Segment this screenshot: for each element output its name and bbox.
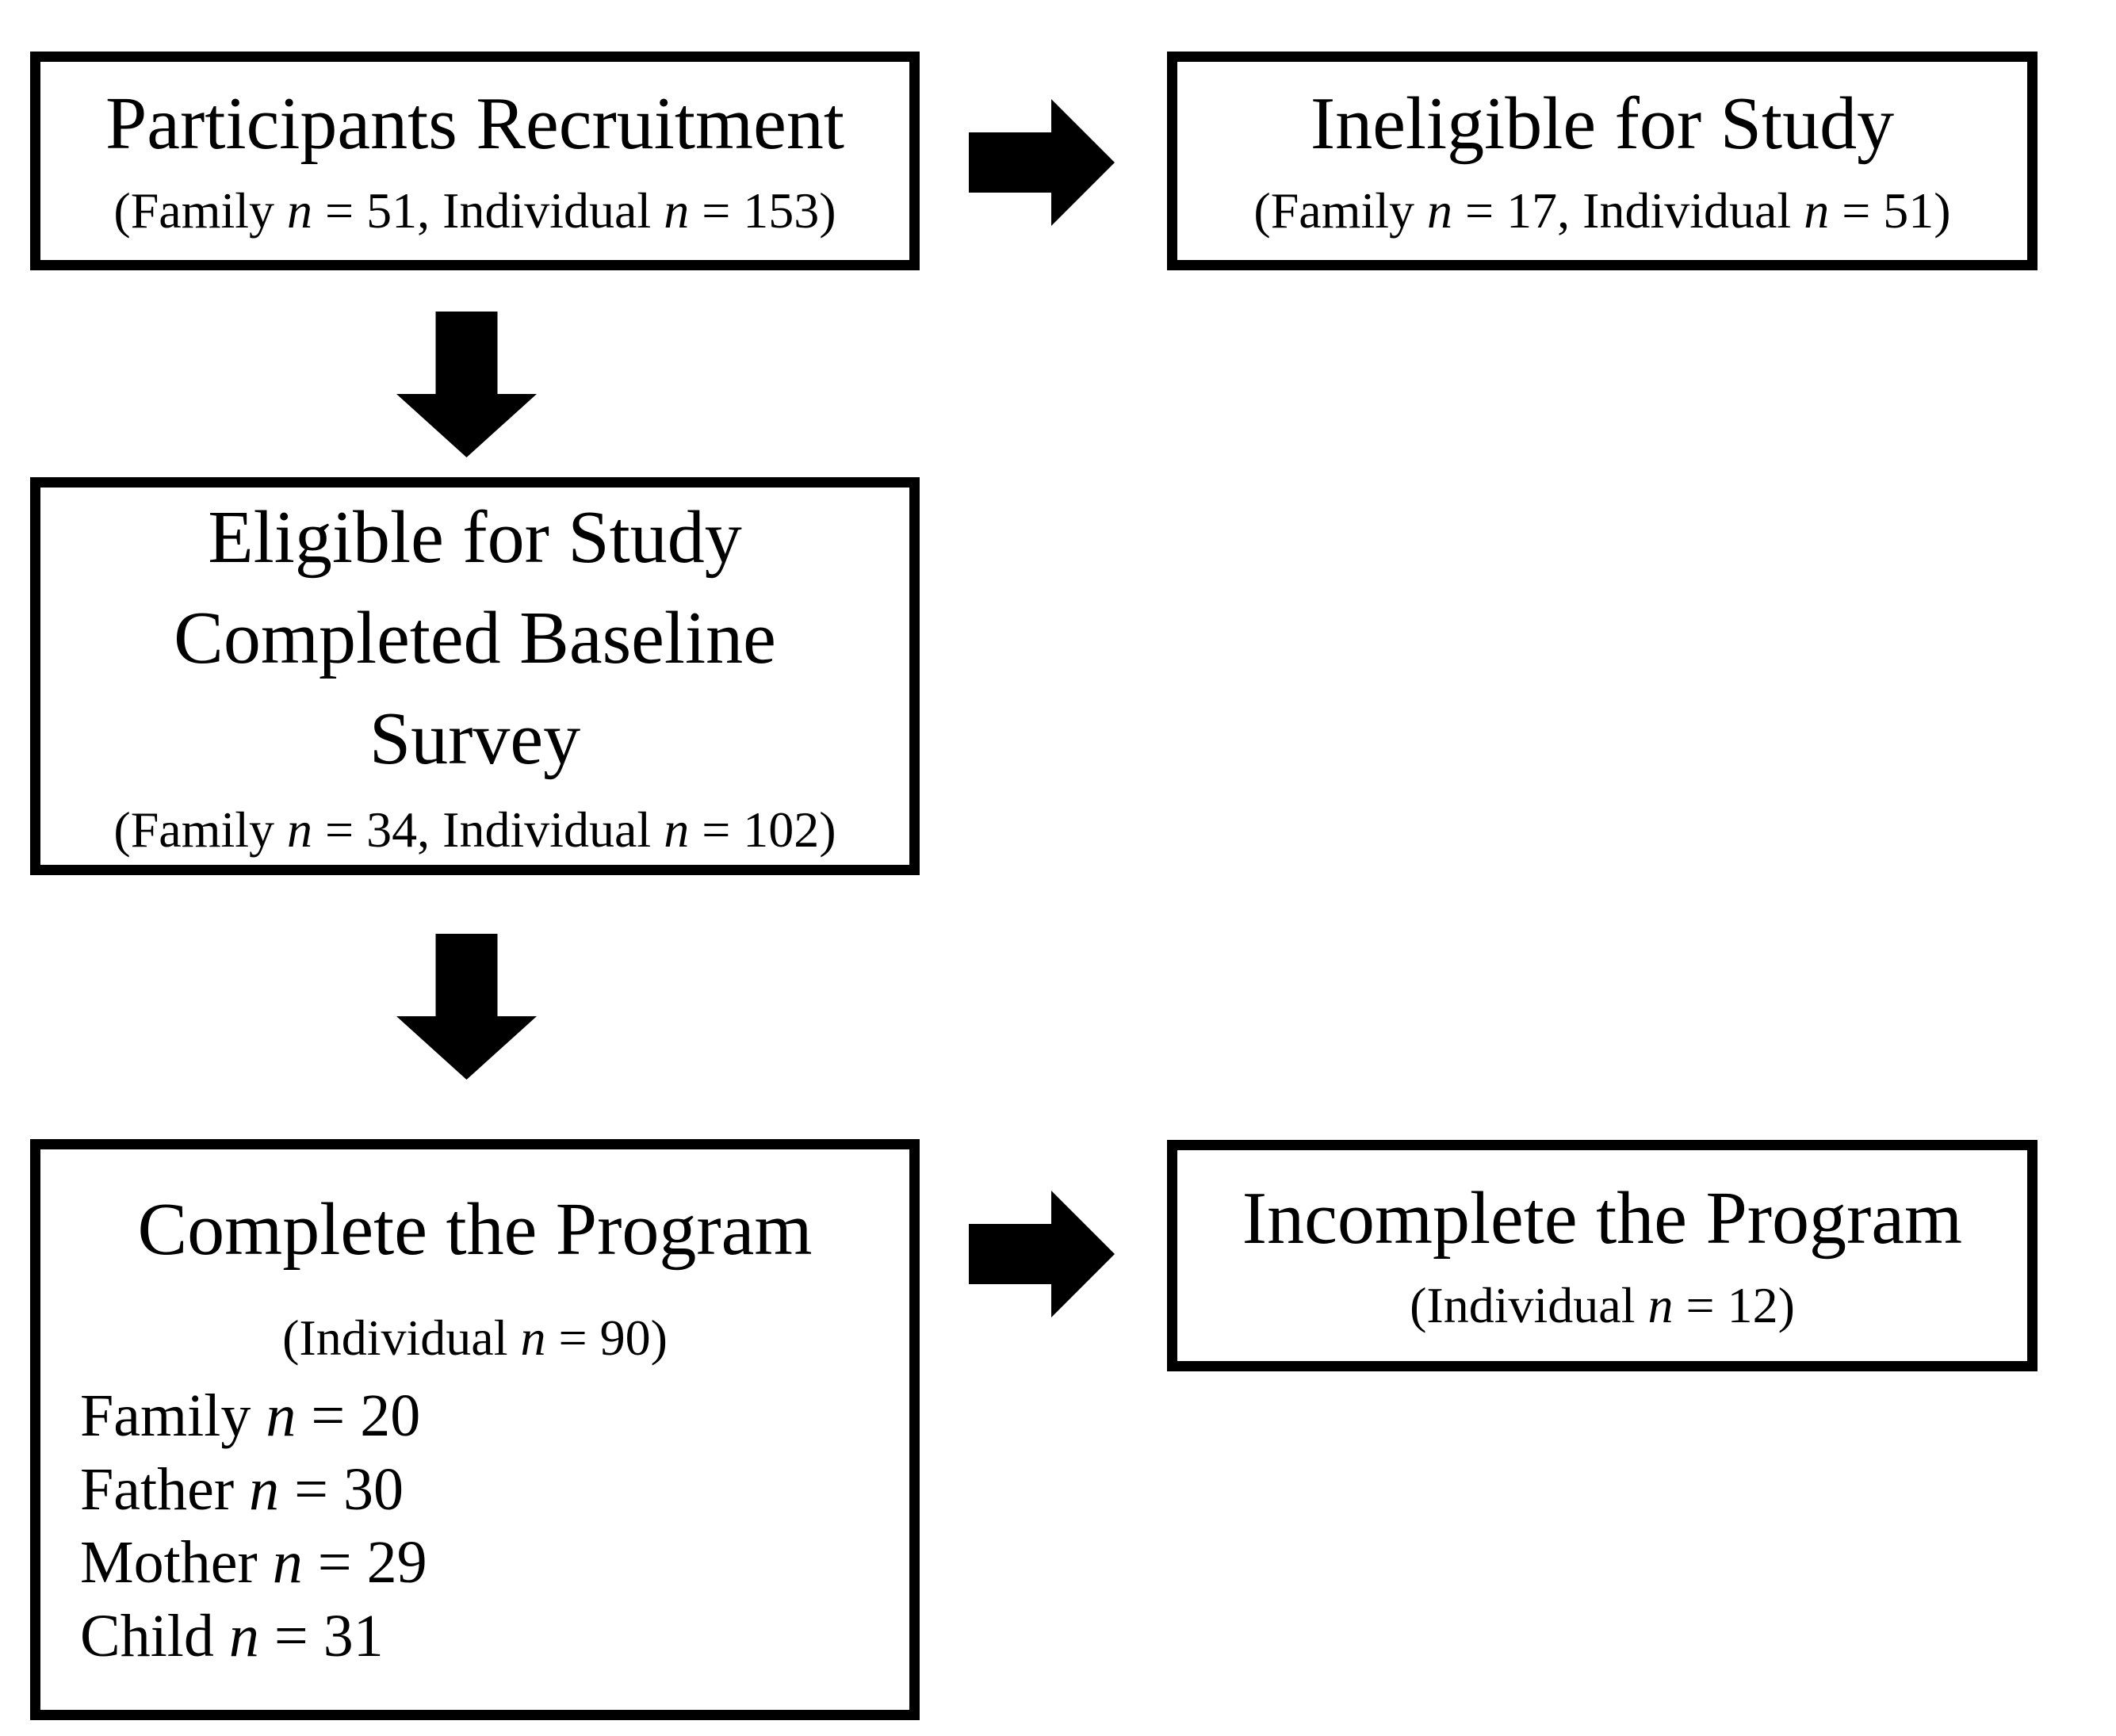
right-arrow-icon [969, 99, 1115, 226]
arrow-recruitment-to-ineligible [969, 99, 1115, 226]
breakdown-row-child: Child n = 31 [80, 1602, 384, 1669]
box-eligible-completed-baseline: Eligible for Study Completed Baseline Su… [30, 477, 920, 875]
box-title-line: Eligible for Study [208, 496, 742, 579]
box-sample-sizes: (Family n = 34, Individual n = 102) [113, 801, 836, 858]
box-title: Complete the Program [137, 1188, 813, 1271]
box-ineligible-for-study: Ineligible for Study (Family n = 17, Ind… [1167, 52, 2038, 270]
right-arrow-icon [969, 1191, 1115, 1317]
breakdown-row-family: Family n = 20 [80, 1382, 421, 1449]
breakdown-row-father: Father n = 30 [80, 1455, 404, 1523]
down-arrow-icon [396, 934, 537, 1080]
arrow-recruitment-to-eligible [396, 312, 537, 457]
completion-breakdown-list: Family n = 20 Father n = 30 Mother n = 2… [40, 1379, 909, 1673]
box-title: Ineligible for Study [1310, 82, 1895, 165]
box-title-line: Survey [369, 698, 581, 781]
box-incomplete-the-program: Incomplete the Program (Individual n = 1… [1167, 1140, 2038, 1371]
box-sample-sizes: (Individual n = 90) [282, 1310, 668, 1367]
box-sample-sizes: (Family n = 51, Individual n = 153) [113, 182, 836, 239]
arrow-eligible-to-complete [396, 934, 537, 1080]
box-title: Participants Recruitment [105, 82, 844, 165]
down-arrow-icon [396, 312, 537, 457]
box-title-line: Completed Baseline [174, 597, 776, 680]
box-title: Incomplete the Program [1242, 1176, 1963, 1260]
box-complete-the-program: Complete the Program (Individual n = 90)… [30, 1139, 920, 1720]
arrow-complete-to-incomplete [969, 1191, 1115, 1317]
box-sample-sizes: (Individual n = 12) [1410, 1277, 1795, 1334]
box-participants-recruitment: Participants Recruitment (Family n = 51,… [30, 52, 920, 270]
box-sample-sizes: (Family n = 17, Individual n = 51) [1253, 182, 1951, 239]
breakdown-row-mother: Mother n = 29 [80, 1529, 427, 1596]
